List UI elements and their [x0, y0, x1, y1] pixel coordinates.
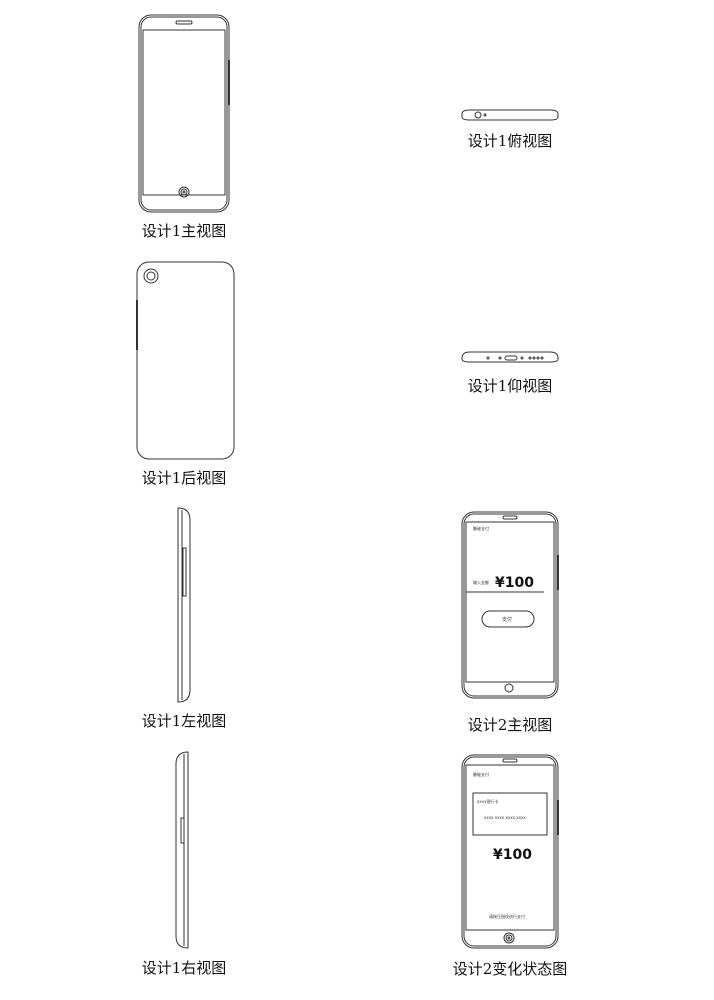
fingerprint-icon: [178, 186, 190, 198]
caption-design2-front: 设计2主视图: [467, 716, 553, 734]
card-number: xxxx xxxx xxxx xxxx: [484, 815, 526, 820]
amount-label: 输入金额: [473, 580, 489, 585]
screen-title: 触碰支付: [473, 772, 489, 777]
fingerprint-icon: [503, 932, 515, 944]
design1-left-view: [177, 507, 191, 703]
caption-design2-change: 设计2变化状态图: [452, 960, 568, 978]
design1-front-view: [138, 14, 230, 213]
design1-top-view: [461, 109, 559, 121]
screen-title: 触碰支付: [473, 526, 489, 531]
camera-icon: [143, 268, 159, 284]
design2-front-view: [461, 511, 559, 699]
fingerprint-hint: 请按压指纹进行支付: [489, 914, 525, 919]
design1-bottom-view: [461, 351, 559, 363]
caption-left: 设计1左视图: [141, 712, 227, 730]
caption-back: 设计1后视图: [141, 469, 227, 487]
pay-button[interactable]: 支付: [502, 617, 513, 623]
card-name: xxxx银行卡: [477, 799, 499, 804]
amount-value: ¥100: [493, 847, 532, 863]
design2-change-view: [461, 754, 559, 949]
caption-top: 设计1俯视图: [467, 132, 553, 150]
pay-button-outline: [481, 610, 535, 628]
design1-right-view: [175, 751, 189, 949]
design1-back-view: [136, 261, 235, 460]
amount-value: ¥100: [495, 575, 534, 591]
caption-right: 设计1右视图: [141, 959, 227, 977]
bank-card-outline: [472, 792, 548, 836]
caption-bottom: 设计1仰视图: [467, 377, 553, 395]
caption-front: 设计1主视图: [141, 222, 227, 240]
